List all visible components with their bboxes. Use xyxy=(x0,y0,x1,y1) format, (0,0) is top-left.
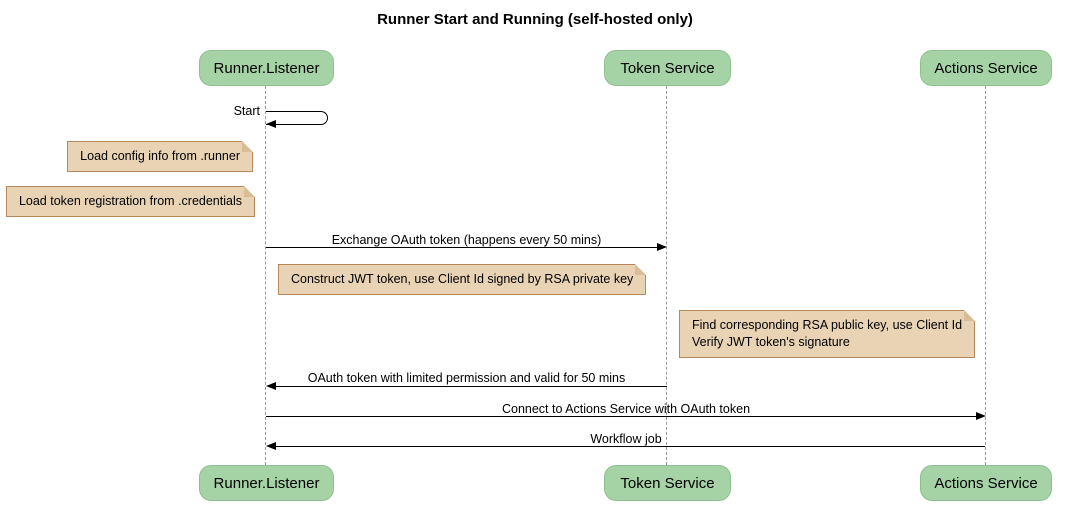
message-label-start: Start xyxy=(233,104,260,118)
message-arrowhead-workflow-job xyxy=(266,442,276,450)
lifeline-runner-listener xyxy=(265,86,266,465)
actor-actions-service-bottom: Actions Service xyxy=(920,465,1052,501)
message-line-exchange-oauth xyxy=(266,247,658,248)
note-verify-jwt-line-1: Find corresponding RSA public key, use C… xyxy=(692,318,963,332)
note-verify-jwt-line-2: Verify JWT token's signature xyxy=(692,335,850,349)
actor-actions-service-top: Actions Service xyxy=(920,50,1052,86)
diagram-title: Runner Start and Running (self-hosted on… xyxy=(377,11,693,28)
actor-runner-listener-top: Runner.Listener xyxy=(199,50,334,86)
message-line-connect-actions xyxy=(266,416,976,417)
lifeline-actions-service xyxy=(985,86,986,465)
actor-token-service-bottom: Token Service xyxy=(604,465,731,501)
message-arrowhead-oauth-token xyxy=(266,382,276,390)
self-message-arrowhead xyxy=(266,120,276,128)
message-arrowhead-exchange-oauth xyxy=(657,243,667,251)
note-verify-jwt: Find corresponding RSA public key, use C… xyxy=(679,310,976,358)
note-load-config: Load config info from .runner xyxy=(67,141,253,172)
note-load-token-registration: Load token registration from .credential… xyxy=(5,186,256,217)
message-arrowhead-connect-actions xyxy=(976,412,986,420)
message-label-oauth-token: OAuth token with limited permission and … xyxy=(307,371,626,385)
message-line-oauth-token xyxy=(275,386,667,387)
self-message-arrow xyxy=(266,111,328,125)
lifeline-token-service xyxy=(666,86,667,465)
message-label-exchange-oauth: Exchange OAuth token (happens every 50 m… xyxy=(331,233,602,247)
message-line-workflow-job xyxy=(275,446,985,447)
message-label-connect-actions: Connect to Actions Service with OAuth to… xyxy=(501,402,751,416)
actor-runner-listener-bottom: Runner.Listener xyxy=(199,465,334,501)
message-label-workflow-job: Workflow job xyxy=(590,432,662,446)
actor-token-service-top: Token Service xyxy=(604,50,731,86)
note-construct-jwt: Construct JWT token, use Client Id signe… xyxy=(278,264,647,295)
